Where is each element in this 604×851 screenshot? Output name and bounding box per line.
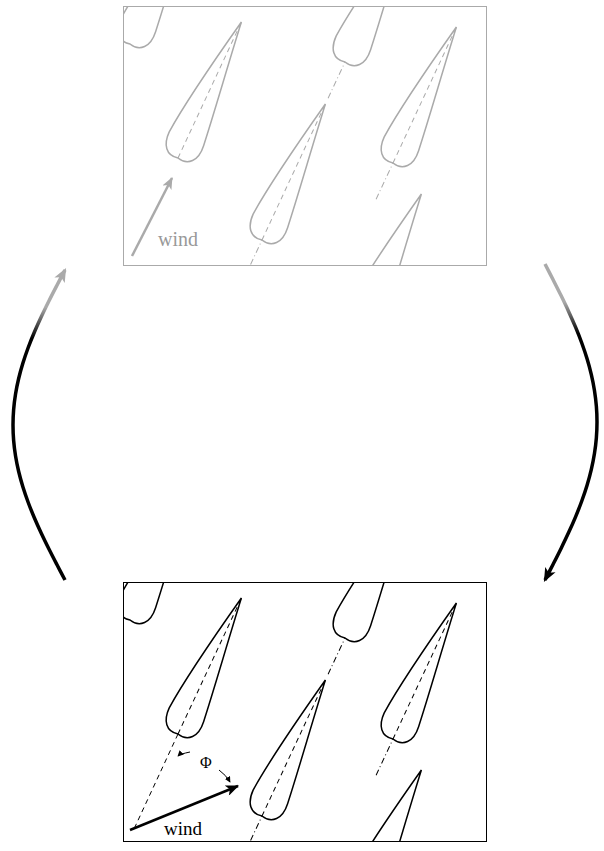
wind-label: wind [164,819,202,838]
wind-label: wind [158,229,198,249]
dune-panel: wind Φ [123,582,487,842]
axis-extension [134,734,178,829]
dune-panel: wind [123,6,487,266]
cycle-arrow [545,264,597,580]
angle-arc [178,752,190,756]
angle-label: Φ [200,755,212,771]
dune-field [113,476,473,851]
angle-arc [219,770,230,782]
dune-field [113,0,473,338]
cycle-arrow [13,270,65,580]
